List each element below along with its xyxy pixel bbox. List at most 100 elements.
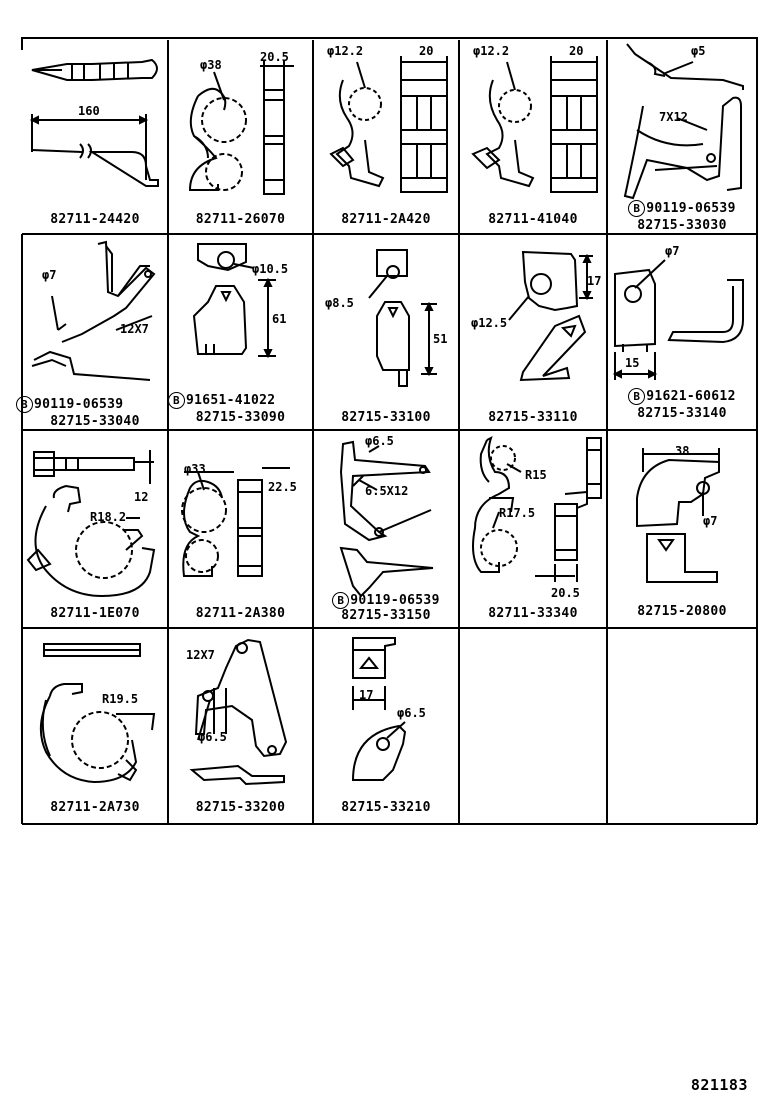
- part-number: 82715-33040: [50, 414, 140, 429]
- dim-label: φ6.5: [198, 730, 227, 744]
- bolt-marker-icon: B: [168, 392, 185, 409]
- dim-label: 7X12: [659, 110, 688, 124]
- part-number: 82715-20800: [637, 604, 727, 619]
- clamp-drawing: [188, 60, 294, 195]
- dim-label: φ7: [665, 244, 680, 258]
- cell-82715-33200: 12X7 φ6.5 82715-33200: [168, 630, 313, 824]
- part-number: 82715-33150: [341, 608, 431, 623]
- bracket-drawing: [31, 240, 156, 381]
- dim-label: 12: [134, 490, 149, 504]
- dim-label: R19.5: [102, 692, 139, 706]
- dim-label: φ12.2: [473, 44, 510, 58]
- cell-82711-2A380: φ33 22.5 82711-2A380: [168, 432, 313, 628]
- dim-label: φ10.5: [252, 262, 289, 276]
- dim-label: φ7: [42, 268, 57, 282]
- part-number: 82715-33140: [637, 406, 727, 421]
- bracket-drawing: [192, 243, 276, 359]
- clamp-drawing: [472, 436, 602, 582]
- cell-82711-26070: φ38 20.5 82711-26070: [168, 40, 313, 234]
- dim-label: 61: [272, 312, 287, 326]
- part-number: 82715-33110: [488, 410, 578, 425]
- dim-label: 6.5X12: [365, 484, 409, 498]
- dim-label: 20.5: [260, 50, 289, 64]
- clamp-drawing: [29, 58, 159, 187]
- bracket-drawing: [368, 249, 437, 387]
- bolt-part-number: 90119-06539: [34, 397, 124, 412]
- dim-label: 51: [433, 332, 448, 346]
- part-number: 82715-33200: [195, 800, 286, 815]
- cell-82711-2A420: φ12.2 20 82711-2A420: [313, 40, 459, 234]
- dim-label: 38: [675, 444, 690, 458]
- part-number: 82715-33030: [637, 218, 727, 233]
- dim-label: 15: [625, 356, 640, 370]
- part-number: 82715-33090: [195, 410, 286, 425]
- dim-label: 20: [569, 44, 584, 58]
- cell-82715-33110: 17 φ12.5 82715-33110: [459, 236, 607, 430]
- bolt-marker-icon: B: [628, 200, 646, 217]
- bracket-drawing: [189, 638, 288, 786]
- part-number: 82711-2A380: [195, 606, 286, 621]
- clamp-drawing: [181, 467, 290, 577]
- bolt-marker-icon: B: [628, 388, 646, 405]
- part-number: 82711-26070: [195, 212, 286, 227]
- part-number: 82715-33100: [341, 410, 431, 425]
- cell-82711-41040: φ12.2 20 82711-41040: [459, 40, 607, 234]
- dim-label: 20: [419, 44, 434, 58]
- dim-label: 17: [587, 274, 602, 288]
- dim-label: 160: [78, 104, 100, 118]
- cell-82715-33210: 17 φ6.5 82715-33210: [313, 630, 459, 824]
- dim-label: φ7: [703, 514, 718, 528]
- dim-label: 20.5: [551, 586, 580, 600]
- part-number: 82711-33340: [488, 606, 578, 621]
- dim-label: φ6.5: [397, 706, 426, 720]
- clamp-drawing: [329, 56, 448, 193]
- dim-label: φ12.2: [327, 44, 364, 58]
- bracket-drawing: [623, 43, 744, 200]
- bolt-part-number: 91651-41022: [186, 393, 276, 408]
- dim-label: 12X7: [120, 322, 149, 336]
- bolt-marker-icon: B: [16, 396, 33, 413]
- part-number: 82711-41040: [488, 212, 578, 227]
- bolt-part-number: 90119-06539: [646, 201, 736, 216]
- cell-82715-33100: φ8.5 51 82715-33100: [313, 236, 459, 430]
- cell-82711-24420: 160 82711-24420: [22, 40, 168, 234]
- part-number: 82711-2A730: [50, 800, 140, 815]
- bracket-drawing: [339, 440, 434, 598]
- dim-label: R17.5: [499, 506, 536, 520]
- part-number: 82715-33210: [341, 800, 431, 815]
- part-number: 82711-2A420: [341, 212, 431, 227]
- dim-label: φ38: [200, 58, 222, 72]
- sheet-code: 821183: [690, 1076, 748, 1094]
- dim-label: φ5: [691, 44, 706, 58]
- dim-label: 12X7: [186, 648, 215, 662]
- bracket-drawing: [612, 259, 744, 380]
- bracket-drawing: [351, 637, 407, 781]
- bracket-drawing: [508, 250, 593, 382]
- dim-label: φ33: [184, 462, 206, 476]
- dim-label: φ6.5: [365, 434, 394, 448]
- part-number: 82711-1E070: [50, 606, 140, 621]
- part-number: 82711-24420: [50, 212, 140, 227]
- clamp-drawing: [39, 643, 156, 784]
- clamp-drawing: [471, 56, 598, 193]
- bolt-marker-icon: B: [332, 592, 350, 609]
- cell-82711-33340: R15 R17.5 20.5 82711-33340: [459, 432, 607, 628]
- dim-label: φ12.5: [471, 316, 508, 330]
- cell-82715-20800: 38 φ7 82715-20800: [607, 432, 757, 628]
- bolt-part-number: 90119-06539: [350, 593, 440, 608]
- clamp-drawing: [26, 450, 156, 598]
- bracket-drawing: [636, 448, 720, 583]
- dim-label: φ8.5: [325, 296, 354, 310]
- dim-label: R15: [525, 468, 547, 482]
